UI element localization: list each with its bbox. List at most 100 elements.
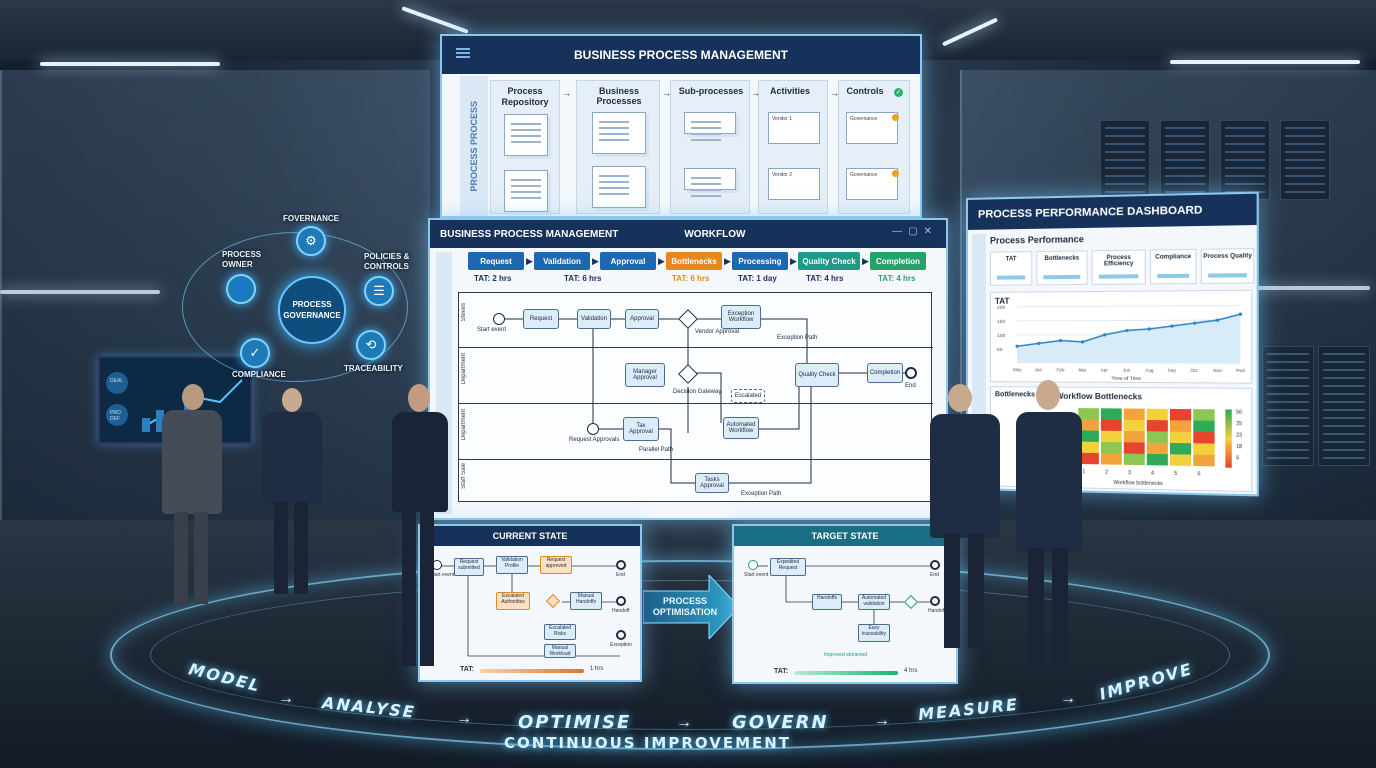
ts-task[interactable]: Expedited Request xyxy=(770,558,806,576)
policies-icon[interactable]: ☰ xyxy=(364,276,394,306)
governance-hub[interactable]: PROCESS GOVERNANCE xyxy=(278,276,346,344)
step-validation[interactable]: Validation xyxy=(534,252,590,270)
heatmap-cell[interactable] xyxy=(1100,441,1122,454)
person-head xyxy=(282,388,302,412)
step-bottlenecks[interactable]: Bottlenecks xyxy=(666,252,722,270)
heatmap-cell[interactable] xyxy=(1123,453,1145,466)
governance-top-label: FOVERNANCE xyxy=(283,214,340,223)
tat-point[interactable] xyxy=(1015,344,1019,348)
kpi-card[interactable]: TAT xyxy=(989,251,1033,286)
column-head-subprocesses: Sub-processes xyxy=(678,86,744,96)
kpi-card[interactable]: Compliance xyxy=(1149,248,1197,285)
compliance-icon[interactable]: ✓ xyxy=(240,338,270,368)
tat-point[interactable] xyxy=(1037,341,1041,346)
cs-task[interactable]: Request submitted xyxy=(454,558,484,576)
menu-icon[interactable] xyxy=(456,48,470,58)
lane-label: Department xyxy=(461,409,467,441)
task-tax-approval[interactable]: Tax Approval xyxy=(623,417,659,441)
task-approval[interactable]: Approval xyxy=(625,309,659,329)
cs-task[interactable]: Escalated Risks xyxy=(544,624,576,640)
end-event xyxy=(616,630,626,640)
heatmap-cell[interactable] xyxy=(1193,454,1215,467)
traceability-icon[interactable]: ⟲ xyxy=(356,330,386,360)
tat-point[interactable] xyxy=(1103,333,1107,337)
task-automated-workflow[interactable]: Automated Workflow xyxy=(723,417,759,439)
heatmap-cell[interactable] xyxy=(1193,443,1215,455)
task-validation[interactable]: Validation xyxy=(577,309,611,329)
task-exception-workflow[interactable]: Exception Workflow xyxy=(721,305,761,329)
heatmap-cell[interactable] xyxy=(1169,420,1192,432)
tv-label-1: DEAL xyxy=(110,378,124,384)
start-event[interactable] xyxy=(493,313,505,325)
heatmap-cell[interactable] xyxy=(1169,408,1192,421)
heatmap-cell[interactable] xyxy=(1146,442,1168,455)
cs-task-label: Manual Workload xyxy=(549,645,571,657)
task-quality-check[interactable]: Quality Check xyxy=(795,363,839,387)
heatmap-cell[interactable] xyxy=(1100,430,1122,443)
kpi-bar xyxy=(1157,273,1190,279)
heatmap-cell[interactable] xyxy=(1169,442,1192,455)
tat-point[interactable] xyxy=(1215,318,1220,322)
y-tick-label: 150 xyxy=(997,319,1006,325)
heatmap-cell[interactable] xyxy=(1193,409,1215,421)
heatmap-cell[interactable] xyxy=(1123,408,1145,420)
heatmap-cell[interactable] xyxy=(1100,453,1122,465)
ts-tat-bar xyxy=(794,671,898,675)
window-controls[interactable]: —▢✕ xyxy=(892,226,938,237)
heatmap-cell[interactable] xyxy=(1169,431,1192,444)
kpi-card[interactable]: Process Quality xyxy=(1200,248,1255,284)
heat-x-label: 2 xyxy=(1105,469,1108,476)
heatmap-cell[interactable] xyxy=(1123,431,1145,443)
step-approval[interactable]: Approval xyxy=(600,252,656,270)
heatmap-cell[interactable] xyxy=(1100,408,1122,420)
cs-task[interactable]: Validation Profile xyxy=(496,556,528,574)
heatmap-cell[interactable] xyxy=(1100,419,1122,431)
optimisation-arrow-icon xyxy=(643,575,739,639)
tat-point[interactable] xyxy=(1238,312,1243,316)
process-owner-icon[interactable]: 👤 xyxy=(226,274,256,304)
heatmap-cell[interactable] xyxy=(1146,453,1168,466)
cs-task-label: Escalated Risks xyxy=(549,625,571,637)
cs-task-bottleneck[interactable]: Request approved xyxy=(540,556,572,574)
tat-point[interactable] xyxy=(1192,321,1197,325)
heatmap-cell[interactable] xyxy=(1169,454,1192,466)
tat-point[interactable] xyxy=(1080,340,1085,344)
continuous-improvement-caption: CONTINUOUS IMPROVEMENT xyxy=(504,734,792,752)
end-event[interactable] xyxy=(905,367,917,379)
step-processing[interactable]: Processing xyxy=(732,252,788,270)
task-completion[interactable]: Completion xyxy=(867,363,903,383)
ts-task[interactable]: Automated validation xyxy=(858,594,890,610)
governance-node-icon[interactable]: ⚙ xyxy=(296,226,326,256)
person-leg xyxy=(1052,548,1068,670)
swimlane-connectors xyxy=(503,318,905,484)
step-request[interactable]: Request xyxy=(468,252,524,270)
task-escalated[interactable]: Escalated xyxy=(731,389,765,403)
task-request[interactable]: Request xyxy=(523,309,559,329)
step-completion[interactable]: Completion xyxy=(870,252,926,270)
tat-point[interactable] xyxy=(1170,324,1174,328)
tat-point[interactable] xyxy=(1147,327,1152,331)
tat-point[interactable] xyxy=(1125,328,1129,333)
policies-label: POLICIES & CONTROLS xyxy=(364,252,410,271)
cs-task-bottleneck[interactable]: Escalated Authorities xyxy=(496,592,530,610)
task-tasks-approval[interactable]: Tasks Approval xyxy=(695,473,729,493)
heatmap-cell[interactable] xyxy=(1193,431,1215,444)
tat-point[interactable] xyxy=(1058,338,1063,343)
server-rack xyxy=(1318,346,1370,466)
heatmap-cell[interactable] xyxy=(1123,442,1145,454)
ts-task[interactable]: Handoffs xyxy=(812,594,842,610)
heatmap-cell[interactable] xyxy=(1146,408,1168,421)
cs-task[interactable]: Manual Handoffs xyxy=(570,592,602,610)
kpi-card[interactable]: Bottlenecks xyxy=(1036,250,1088,286)
ts-task[interactable]: Easy traceability xyxy=(858,624,890,642)
task-manager-approval[interactable]: Manager Approval xyxy=(625,363,665,387)
heatmap-cell[interactable] xyxy=(1078,408,1099,420)
cs-task[interactable]: Manual Workload xyxy=(544,644,576,658)
ts-task-label: Handoffs xyxy=(817,595,837,601)
kpi-card[interactable]: Process Efficiency xyxy=(1091,249,1146,285)
heatmap-cell[interactable] xyxy=(1193,420,1215,433)
heatmap-cell[interactable] xyxy=(1123,419,1145,432)
step-quality-check[interactable]: Quality Check xyxy=(798,252,860,270)
heatmap-cell[interactable] xyxy=(1146,431,1168,443)
heatmap-cell[interactable] xyxy=(1146,420,1168,432)
